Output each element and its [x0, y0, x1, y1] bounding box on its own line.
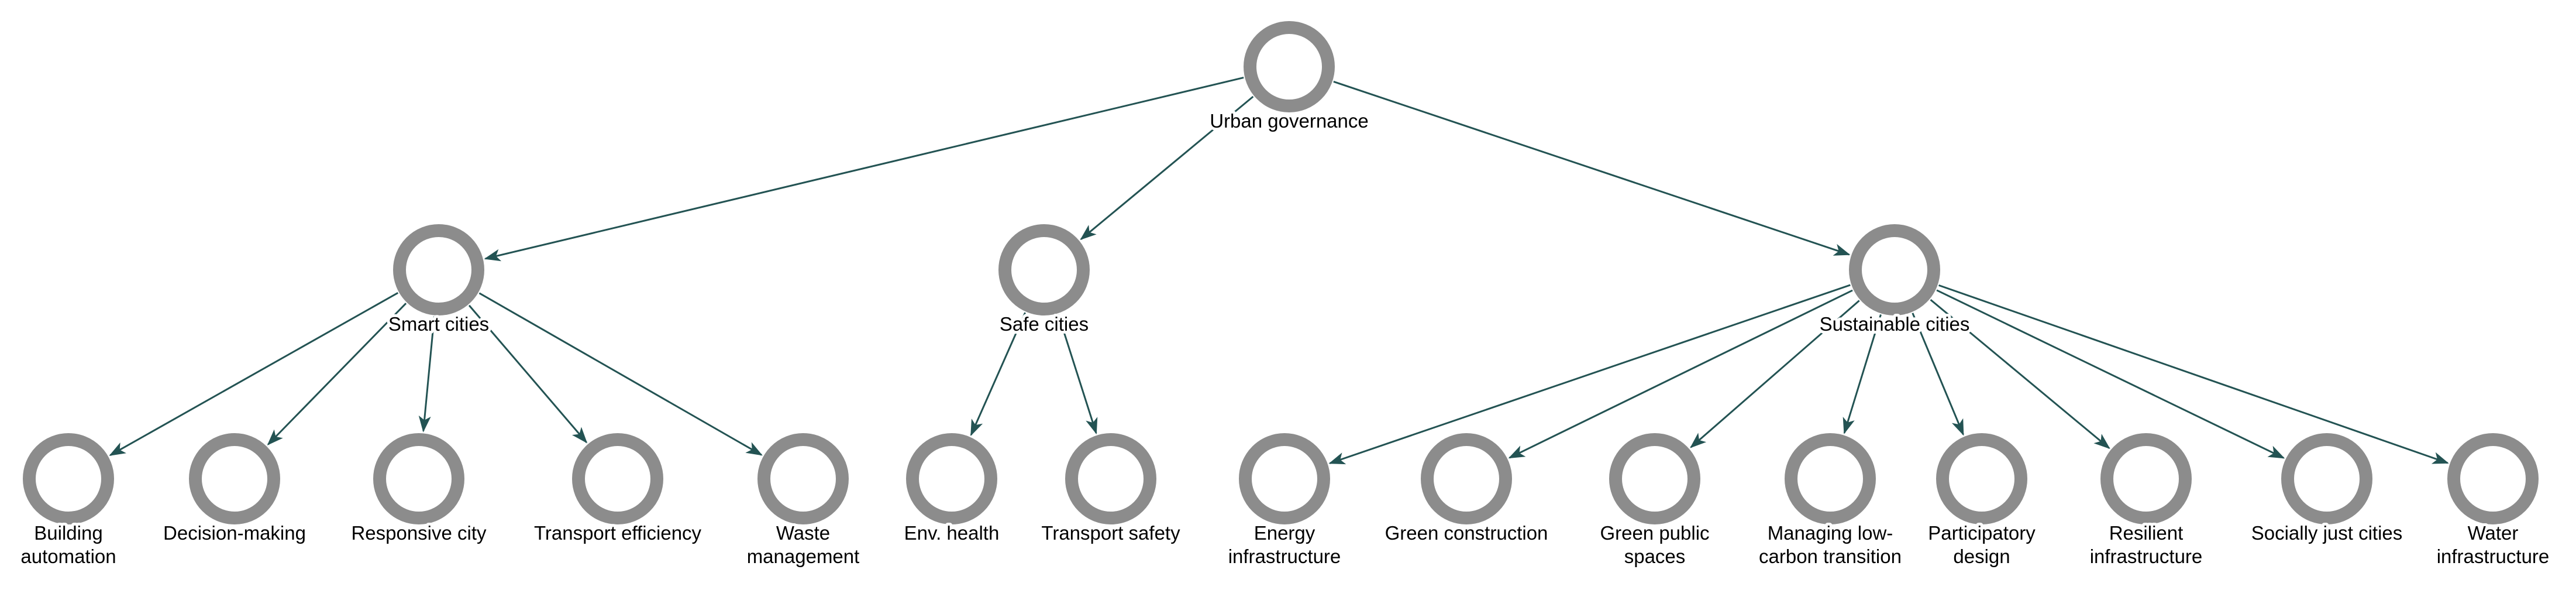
node-label-urban-governance: Urban governance [1210, 110, 1369, 132]
node-circle-building-automation[interactable] [23, 433, 114, 524]
node-label-transport-efficiency: Transport efficiency [534, 522, 702, 544]
node-circle-decision-making[interactable] [189, 433, 280, 524]
edge-sustainable-cities--green-construction [1508, 289, 1853, 459]
node-circle-transport-efficiency[interactable] [572, 433, 663, 524]
nodes-layer [23, 21, 2539, 524]
edge-urban-governance--sustainable-cities [1333, 81, 1851, 256]
edge-safe-cities--transport-safety [1057, 314, 1098, 435]
edge-smart-cities--waste-management [478, 292, 763, 456]
edge-smart-cities--decision-making [267, 303, 407, 446]
edges-layer [109, 77, 2449, 465]
node-label-managing-low-carbon: Managing low-carbon transition [1759, 522, 1902, 567]
node-circle-green-public-spaces[interactable] [1609, 433, 1700, 524]
edge-sustainable-cities--green-public-spaces [1690, 300, 1860, 448]
node-label-transport-safety: Transport safety [1041, 522, 1180, 544]
node-label-env-health: Env. health [904, 522, 1000, 544]
edge-smart-cities--building-automation [109, 291, 399, 457]
node-label-responsive-city: Responsive city [351, 522, 487, 544]
node-circle-managing-low-carbon[interactable] [1785, 433, 1876, 524]
node-circle-safe-cities[interactable] [998, 224, 1090, 315]
node-circle-water-infrastructure[interactable] [2447, 433, 2539, 524]
node-circle-responsive-city[interactable] [373, 433, 464, 524]
node-circle-participatory-design[interactable] [1936, 433, 2027, 524]
node-circle-env-health[interactable] [906, 433, 997, 524]
edge-sustainable-cities--energy-infrastructure [1328, 284, 1851, 465]
edge-urban-governance--smart-cities [484, 77, 1244, 262]
edge-sustainable-cities--managing-low-carbon [1843, 314, 1882, 434]
edge-safe-cities--env-health [970, 312, 1026, 437]
node-circle-resilient-infrastructure[interactable] [2100, 433, 2192, 524]
edge-urban-governance--safe-cities [1080, 95, 1254, 241]
node-circle-sustainable-cities[interactable] [1849, 224, 1940, 315]
node-circle-urban-governance[interactable] [1244, 21, 1335, 112]
node-circle-energy-infrastructure[interactable] [1239, 433, 1330, 524]
edge-sustainable-cities--water-infrastructure [1938, 284, 2449, 464]
edge-sustainable-cities--participatory-design [1912, 313, 1964, 436]
node-circle-socially-just-cities[interactable] [2281, 433, 2372, 524]
node-circle-smart-cities[interactable] [393, 224, 484, 315]
edge-sustainable-cities--resilient-infrastructure [1930, 299, 2110, 450]
edge-smart-cities--transport-efficiency [468, 304, 588, 444]
node-label-sustainable-cities: Sustainable cities [1820, 313, 1970, 335]
node-circle-green-construction[interactable] [1421, 433, 1512, 524]
edge-smart-cities--responsive-city [418, 316, 435, 433]
node-label-decision-making: Decision-making [163, 522, 306, 544]
node-label-safe-cities: Safe cities [1000, 313, 1089, 335]
node-label-green-construction: Green construction [1385, 522, 1548, 544]
node-circle-transport-safety[interactable] [1065, 433, 1156, 524]
node-label-smart-cities: Smart cities [388, 313, 489, 335]
node-label-socially-just-cities: Socially just cities [2251, 522, 2403, 544]
node-circle-waste-management[interactable] [757, 433, 849, 524]
edge-sustainable-cities--socially-just-cities [1936, 289, 2285, 459]
